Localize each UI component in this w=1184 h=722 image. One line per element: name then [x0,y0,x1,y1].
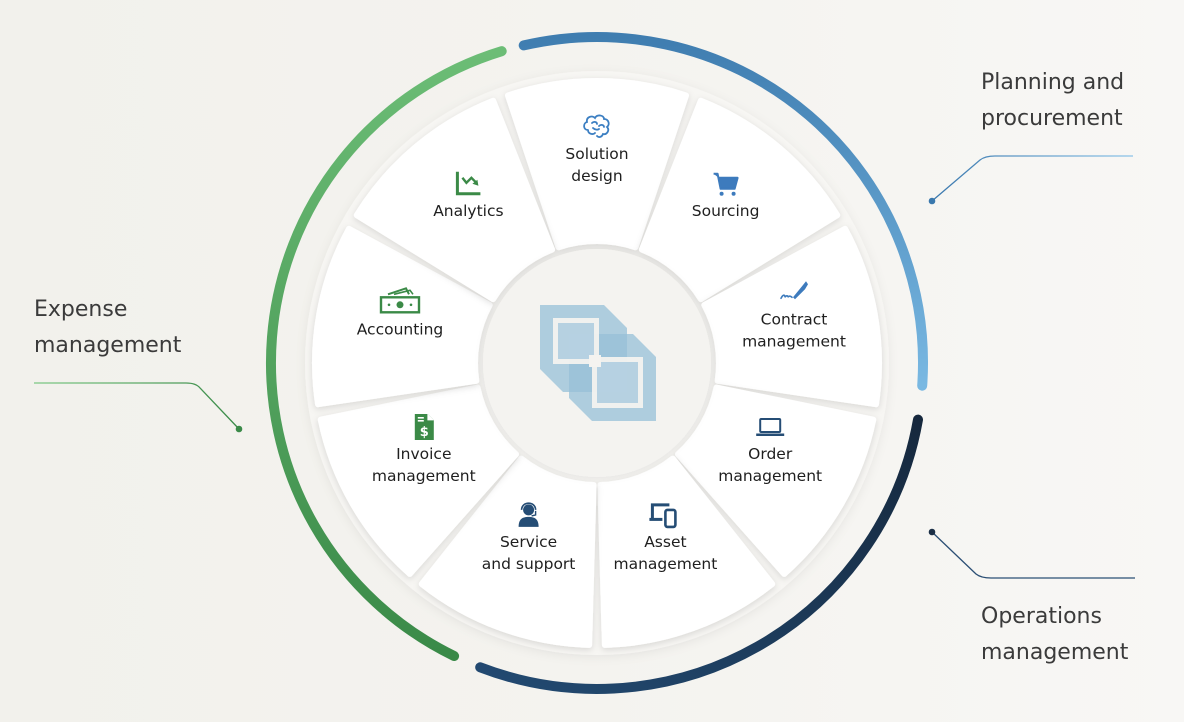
expense-connector-dot [235,425,243,433]
segment-asset-management[interactable]: Asset management [597,455,776,648]
shopping-cart-icon [713,172,739,196]
segment-order-management[interactable]: Order management [674,384,877,577]
segment-label: Accounting [357,320,444,338]
expense-management-label: Expense management [34,292,181,364]
segment-tile[interactable] [638,97,841,303]
segment-tile[interactable] [504,78,690,251]
signature-pen-icon [780,281,808,300]
segment-label: Contract [761,310,828,328]
planning-label-line1: Planning and [981,70,1125,95]
segment-label: Asset [644,533,686,551]
chart-down-icon [455,171,481,196]
segment-label: Analytics [433,202,503,220]
expense-management-arc [265,46,507,661]
segment-accounting[interactable]: Accounting [312,225,493,408]
expense-connector-line [34,382,240,430]
planning-procurement-label: Planning and procurement [981,65,1124,137]
planning-connector-dot [928,197,936,205]
segment-tile[interactable] [597,455,776,648]
planning-connector-line [931,155,1133,202]
segment-tile[interactable] [312,225,493,408]
segment-tile[interactable] [674,384,877,577]
operations-label-line1: Operations [981,604,1102,629]
segment-label: and support [482,555,576,573]
headset-agent-icon [518,502,539,527]
segment-analytics[interactable]: Analytics [353,97,556,303]
segment-label: management [372,467,476,485]
segment-label: Order [748,445,793,463]
segment-service-and-support[interactable]: Service and support [418,455,597,648]
segment-label: management [742,332,846,350]
segment-solution-design[interactable]: Solution design [504,78,690,251]
laptop-icon [756,418,785,436]
operations-connector-dot [928,528,936,536]
operations-management-label: Operations management [981,599,1128,671]
expense-label-line2: management [34,333,182,358]
segment-label: management [718,467,822,485]
cube-logo-icon [540,305,656,421]
segment-label: design [571,167,622,185]
planning-procurement-arc [518,32,928,391]
segment-label: Invoice [396,445,451,463]
segment-tile[interactable] [418,455,597,648]
cash-icon [379,287,421,314]
operations-connector-line [931,531,1135,579]
segment-tile[interactable] [353,97,556,303]
segment-label: Solution [565,145,628,163]
segment-contract-management[interactable]: Contract management [701,225,882,408]
segment-tile[interactable] [317,384,520,577]
segment-tile[interactable] [701,225,882,408]
expense-label-line1: Expense [34,297,128,322]
operations-label-line2: management [981,640,1129,665]
invoice-dollar-icon: $ [414,414,434,440]
segment-label: Service [500,533,557,551]
segment-invoice-management[interactable]: $ Invoice management [317,384,520,577]
operations-management-arc [475,414,923,694]
segment-label: management [613,555,717,573]
segment-sourcing[interactable]: Sourcing [638,97,841,303]
planning-label-line2: procurement [981,106,1123,131]
brain-icon [583,114,610,138]
svg-text:$: $ [420,425,429,440]
segment-label: Sourcing [692,202,760,220]
devices-icon [649,503,677,529]
